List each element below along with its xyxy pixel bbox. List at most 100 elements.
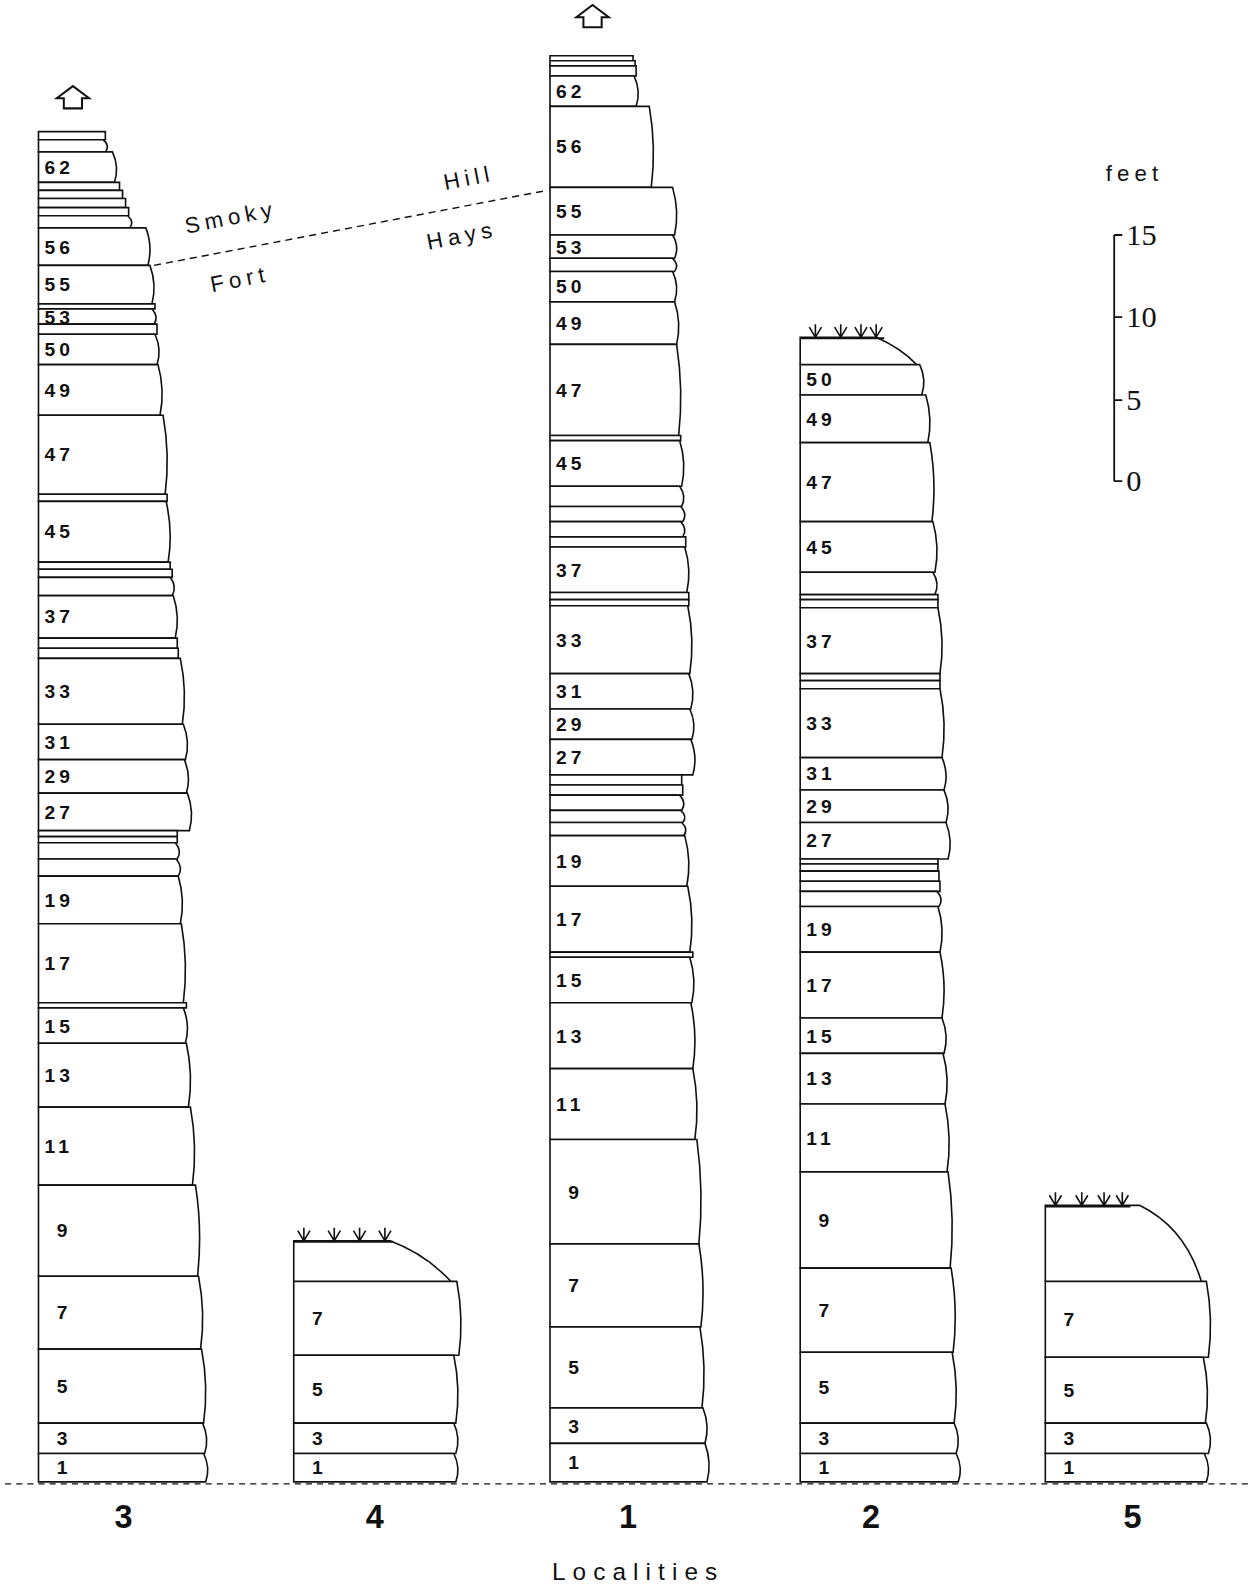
bed-number: 19 [45,890,75,909]
bed-outline [800,1352,956,1423]
bed-number: 15 [806,1026,836,1045]
bed-number: 1 [57,1458,72,1477]
bed-outline [38,562,170,569]
bed-number: 11 [45,1136,73,1155]
bed-outline [550,600,689,606]
bed-outline [800,871,939,881]
bed-number: 5 [312,1380,327,1399]
scale-value: 0 [1126,466,1141,496]
bed-outline [800,522,937,573]
bed-outline [38,182,119,190]
locality-number: 5 [1123,1501,1141,1533]
bed-outline [1045,1357,1207,1423]
bed-outline [550,486,684,506]
ground-line [800,337,884,339]
bed-number: 29 [806,797,836,816]
bed-number: 13 [45,1066,75,1085]
bed-outline [550,1069,697,1140]
datum-line [5,1483,1248,1484]
bed-number: 47 [806,473,836,492]
bed-number: 33 [556,630,586,649]
bed-outline [38,1276,202,1349]
bed-outline [550,441,684,487]
bed-outline [38,365,162,416]
bed-number: 56 [556,137,586,156]
bed-number: 7 [312,1309,327,1328]
bed-outline [38,1043,190,1107]
bed-outline [800,600,938,608]
bed-number: 33 [45,682,75,701]
grass-symbol [298,1228,310,1241]
bed-number: 27 [556,748,586,767]
bed-outline [550,547,689,593]
bed-number: 27 [45,802,75,821]
locality-number: 4 [366,1501,384,1533]
bed-number: 9 [57,1221,72,1240]
bed-number: 47 [45,445,75,464]
bed-number: 5 [568,1358,583,1377]
bed-number: 1 [312,1458,327,1477]
stratigraphic-column [38,132,207,1482]
bed-number: 45 [806,537,836,556]
stratigraphic-column [1045,1192,1210,1482]
bed-outline [38,208,128,216]
continuation-arrow [576,5,608,27]
bed-number: 56 [45,237,75,256]
bed-number: 29 [45,767,75,786]
scale-value: 5 [1126,385,1141,415]
bed-number: 15 [45,1016,75,1035]
bed-number: 11 [556,1094,584,1113]
grass-symbol [1049,1192,1061,1205]
bed-outline [800,1018,946,1053]
bed-outline [550,106,653,187]
bed-outline [38,1454,207,1482]
bed-number: 7 [818,1301,833,1320]
locality-number: 3 [115,1501,133,1533]
bed-number: 17 [556,910,586,929]
bed-number: 17 [806,975,836,994]
formation-name: Hays [425,218,499,253]
bed-outline [800,443,934,522]
bed-outline [38,140,107,152]
bed-number: 3 [818,1429,833,1448]
bed-number: 55 [556,202,586,221]
grass-symbol [835,324,847,337]
bed-outline [800,572,937,594]
bed-number: 53 [45,307,75,326]
stratigraphic-column [294,1228,461,1482]
bed-number: 19 [806,920,836,939]
bed-outline [38,876,182,924]
bed-number: 19 [556,851,586,870]
bed-number: 49 [45,380,75,399]
bed-outline [38,265,154,303]
scale-value: 10 [1126,302,1156,332]
bed-number: 15 [556,970,586,989]
formation-contact [154,190,547,265]
bed-outline [550,739,695,774]
bed-outline [38,724,187,759]
bed-number: 1 [568,1453,583,1472]
bed-number: 17 [45,954,75,973]
bed-number: 37 [45,607,75,626]
bed-outline [550,785,683,795]
bed-outline [38,190,122,198]
bed-number: 1 [1064,1458,1079,1477]
bed-outline [550,810,685,822]
bed-outline [550,1244,703,1327]
ground-line [294,1241,393,1243]
bed-outline [550,258,677,271]
bed-number: 31 [806,764,836,783]
bed-outline [38,1349,205,1423]
bed-outline [550,537,686,547]
formation-name: Fort [209,263,272,296]
bed-number: 3 [568,1416,583,1435]
bed-number: 5 [1064,1381,1079,1400]
bed-outline [38,1008,187,1043]
bed-outline [38,415,167,494]
bed-outline [550,709,694,739]
bed-number: 7 [1064,1310,1079,1329]
bed-number: 3 [57,1429,72,1448]
bed-number: 31 [45,732,75,751]
bed-outline [800,1172,952,1268]
bed-number: 33 [806,714,836,733]
